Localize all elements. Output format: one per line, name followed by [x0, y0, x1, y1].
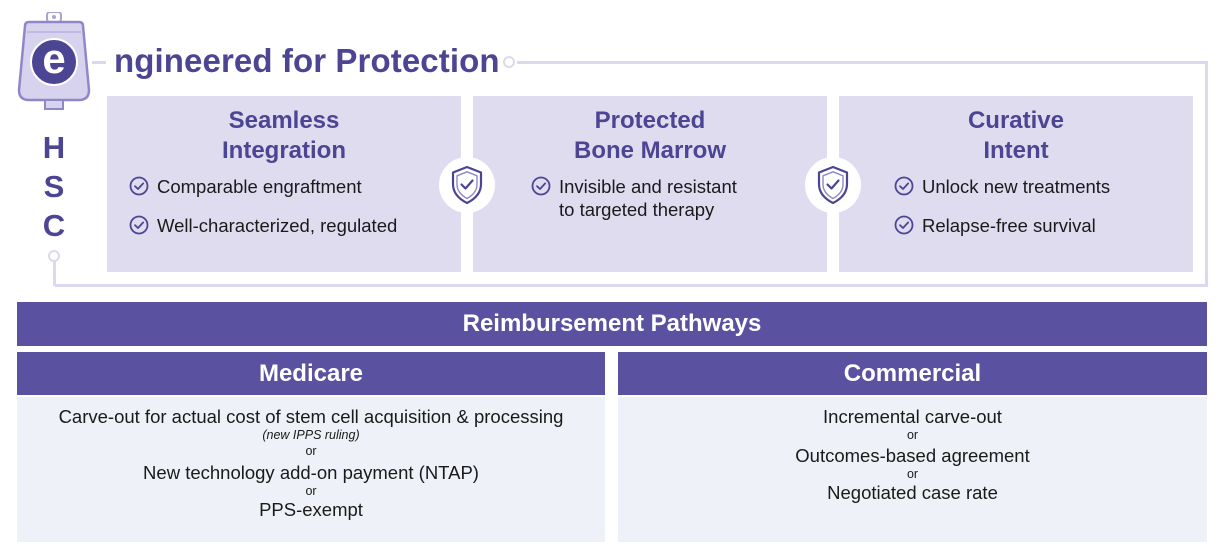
medicare-option-2: New technology add-on payment (NTAP): [143, 462, 479, 483]
pillar-title: Curative Intent: [839, 106, 1193, 166]
pillar-title-line: Bone Marrow: [573, 137, 726, 164]
commercial-option-3: Negotiated case rate: [827, 482, 998, 503]
list-item: Relapse-free survival: [894, 214, 1096, 237]
list-item: Comparable engraftment: [129, 175, 362, 198]
medicare-option-1-note: (new IPPS ruling): [262, 428, 360, 442]
check-circle-icon: [531, 176, 551, 196]
frame-line-logo: [92, 61, 106, 64]
or-separator: or: [305, 444, 317, 458]
medicare-option-3: PPS-exempt: [259, 499, 363, 520]
commercial-option-2: Outcomes-based agreement: [795, 445, 1030, 466]
list-item-text: Invisible and resistant: [559, 176, 737, 197]
list-item: Unlock new treatments: [894, 175, 1110, 198]
frame-line-top: [517, 61, 1207, 64]
pillar-curative-intent: Curative Intent Unlock new treatments Re…: [839, 96, 1193, 272]
frame-ring-top: [503, 56, 515, 68]
reimbursement-header: Reimbursement Pathways: [17, 302, 1207, 346]
commercial-header: Commercial: [618, 352, 1207, 395]
medicare-option-1: Carve-out for actual cost of stem cell a…: [58, 406, 564, 427]
shield-connector-2: [805, 157, 861, 213]
commercial-panel: Incremental carve-out or Outcomes-based …: [618, 397, 1207, 542]
shield-check-icon: [451, 165, 483, 205]
pillar-title: Seamless Integration: [107, 106, 461, 166]
list-item-text: Well-characterized, regulated: [157, 215, 398, 236]
shield-connector-1: [439, 157, 495, 213]
check-circle-icon: [129, 176, 149, 196]
pillar-title-line: Integration: [222, 137, 346, 164]
pillar-seamless-integration: Seamless Integration Comparable engraftm…: [107, 96, 461, 272]
list-item: Invisible and resistant to targeted ther…: [531, 175, 737, 221]
pillar-title-line: Seamless: [228, 107, 340, 134]
side-letter-h: H: [42, 130, 66, 165]
or-separator: or: [906, 428, 919, 442]
frame-line-right: [1205, 61, 1208, 287]
pillar-title-line: Curative: [967, 107, 1065, 134]
check-circle-icon: [129, 215, 149, 235]
logo-letter: e: [42, 35, 66, 82]
pillar-title-line: Protected: [594, 107, 706, 134]
pillar-title-line: Intent: [983, 137, 1049, 164]
frame-ring-bottom: [48, 250, 60, 262]
list-item-text: Unlock new treatments: [922, 176, 1111, 197]
check-circle-icon: [894, 215, 914, 235]
side-letter-c: C: [42, 208, 66, 243]
pillar-title: Protected Bone Marrow: [473, 106, 827, 166]
list-item: Well-characterized, regulated: [129, 214, 397, 237]
frame-line-left: [53, 258, 56, 286]
or-separator: or: [305, 484, 317, 498]
commercial-option-1: Incremental carve-out: [823, 406, 1002, 427]
or-separator: or: [906, 467, 919, 481]
iv-bag-logo-icon: e: [15, 11, 93, 112]
frame-line-bottom: [55, 284, 1208, 287]
shield-check-icon: [817, 165, 849, 205]
check-circle-icon: [894, 176, 914, 196]
medicare-panel: Carve-out for actual cost of stem cell a…: [17, 397, 605, 542]
side-letter-s: S: [43, 169, 65, 204]
list-item-text: to targeted therapy: [559, 199, 715, 220]
list-item-text: Relapse-free survival: [922, 215, 1096, 236]
medicare-header: Medicare: [17, 352, 605, 395]
pillar-protected-bone-marrow: Protected Bone Marrow Invisible and resi…: [473, 96, 827, 272]
page-title: ngineered for Protection: [114, 42, 500, 79]
list-item-text: Comparable engraftment: [157, 176, 362, 197]
